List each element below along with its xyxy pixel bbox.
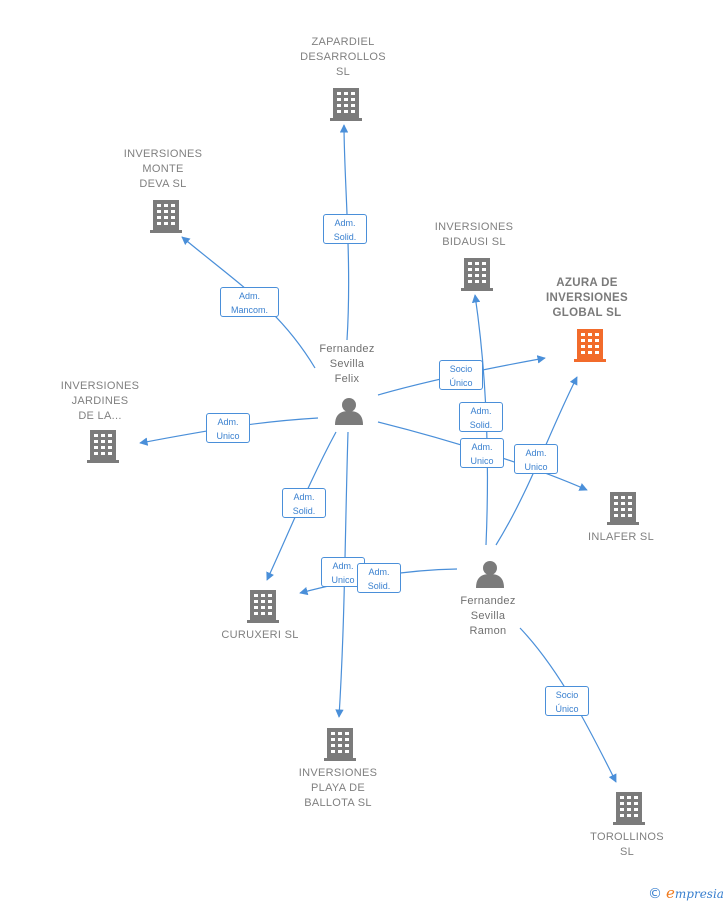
company-label-playa-ballota[interactable]: INVERSIONES PLAYA DE BALLOTA SL xyxy=(298,767,378,809)
edge-label-felix-monte[interactable]: Adm. Mancom. xyxy=(220,287,279,317)
person-icon[interactable] xyxy=(476,561,504,588)
empresia-watermark: ©empresia xyxy=(648,884,724,902)
building-icon[interactable] xyxy=(150,200,182,233)
edge-label-felix-curuxeri[interactable]: Adm. Solid. xyxy=(282,488,326,518)
watermark-text: mpresia xyxy=(674,887,724,901)
building-icon[interactable] xyxy=(461,258,493,291)
company-label-bidausi[interactable]: INVERSIONES BIDAUSI SL xyxy=(434,221,514,248)
building-icon[interactable] xyxy=(613,792,645,825)
edge-label-felix-azura[interactable]: Socio Único xyxy=(439,360,483,390)
company-label-curuxeri[interactable]: CURUXERI SL xyxy=(221,629,299,641)
edge-label-ramon-torollinos[interactable]: Socio Único xyxy=(545,686,589,716)
company-label-monte-deva[interactable]: INVERSIONES MONTE DEVA SL xyxy=(123,148,203,190)
watermark-initial: e xyxy=(666,884,675,902)
edge-label-felix-inlafer[interactable]: Adm. Unico xyxy=(460,438,504,468)
person-label-felix[interactable]: Fernandez Sevilla Felix xyxy=(319,343,375,385)
building-icon[interactable] xyxy=(247,590,279,623)
building-icon[interactable] xyxy=(607,492,639,525)
building-icon[interactable] xyxy=(574,329,606,362)
company-label-azura[interactable]: AZURA DE INVERSIONES GLOBAL SL xyxy=(546,277,628,319)
building-icon[interactable] xyxy=(330,88,362,121)
edge-label-ramon-curuxeri[interactable]: Adm. Solid. xyxy=(357,563,401,593)
copyright-symbol: © xyxy=(648,886,662,902)
edge-label-ramon-azura[interactable]: Adm. Unico xyxy=(514,444,558,474)
building-icon[interactable] xyxy=(324,728,356,761)
building-icon[interactable] xyxy=(87,430,119,463)
company-label-torollinos[interactable]: TOROLLINOS SL xyxy=(590,831,664,858)
edge-label-ramon-bidausi[interactable]: Adm. Solid. xyxy=(459,402,503,432)
person-label-ramon[interactable]: Fernandez Sevilla Ramon xyxy=(460,595,516,637)
company-label-zapardiel[interactable]: ZAPARDIEL DESARROLLOS SL xyxy=(300,36,386,78)
edge-label-felix-jardines[interactable]: Adm. Unico xyxy=(206,413,250,443)
company-label-inlafer[interactable]: INLAFER SL xyxy=(588,531,654,543)
person-icon[interactable] xyxy=(335,398,363,425)
edge-label-felix-zapardiel[interactable]: Adm. Solid. xyxy=(323,214,367,244)
company-label-jardines[interactable]: INVERSIONES JARDINES DE LA... xyxy=(60,380,140,422)
